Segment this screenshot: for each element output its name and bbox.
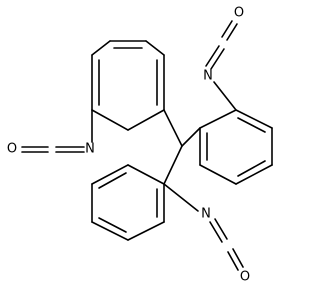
benzene-ring-right — [199, 109, 273, 185]
atom-label-o3: O — [240, 270, 250, 285]
isocyanate-group-bottom: N O — [163, 183, 250, 285]
benzene-ring-top-left — [91, 40, 165, 131]
isocyanate-group-left: N O — [7, 109, 95, 157]
chemical-structure-diagram: N O N O N O — [7, 6, 273, 285]
isocyanate-group-top: N O — [203, 6, 244, 111]
atom-label-n2: N — [203, 69, 213, 84]
atom-label-n3: N — [201, 207, 211, 222]
atom-label-o1: O — [7, 142, 17, 157]
benzene-ring-bottom — [91, 164, 165, 241]
atom-label-o2: O — [234, 6, 244, 21]
atom-label-n1: N — [85, 142, 95, 157]
central-carbon-bonds — [163, 109, 201, 185]
